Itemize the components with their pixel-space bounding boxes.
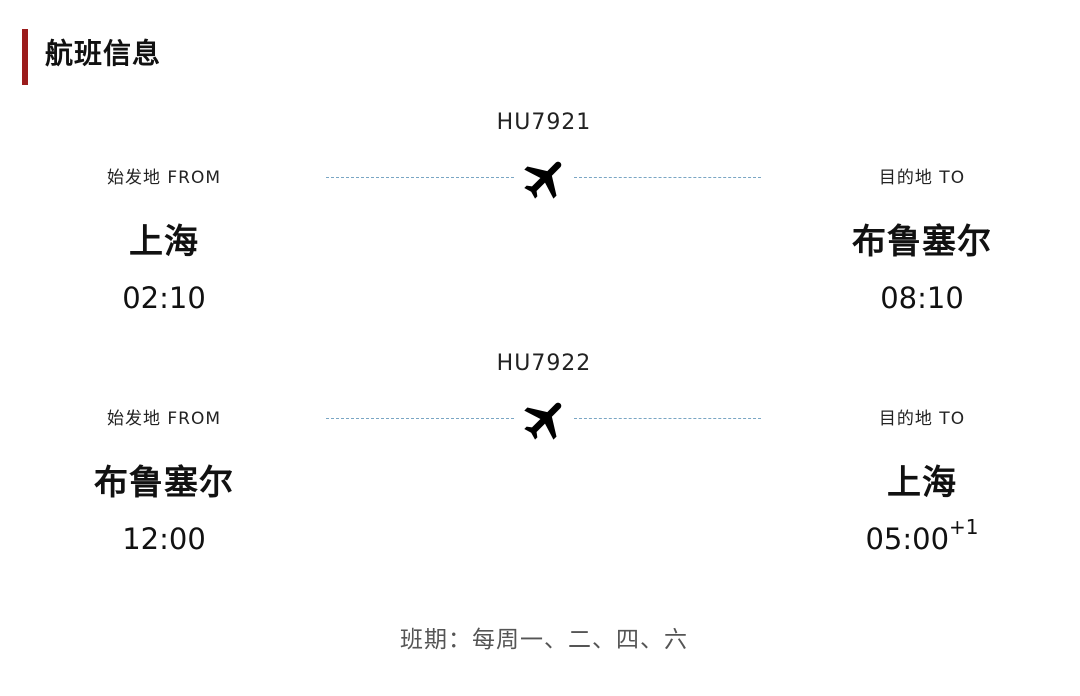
departure-time: 12:00 (122, 522, 206, 556)
route-dash-line-right (574, 418, 761, 419)
flight-card: HU7921 始发地 FROM 上海 02:10 目的地 TO 布鲁塞尔 08:… (0, 108, 1080, 338)
route-dash-line-right (574, 177, 761, 178)
arrival-label: 目的地 TO (878, 168, 966, 188)
arrival-city: 上海 (887, 463, 957, 503)
day-offset: +1 (949, 515, 979, 540)
arrival-city: 布鲁塞尔 (852, 222, 992, 262)
section-title: 航班信息 (45, 37, 162, 70)
airplane-icon (524, 402, 562, 440)
arrival-time: 08:10 (880, 281, 964, 315)
flight-number: HU7921 (496, 110, 592, 135)
departure-label: 始发地 FROM (106, 409, 222, 429)
route-dash-line-left (326, 177, 514, 178)
flight-number: HU7922 (496, 351, 592, 376)
departure-city: 布鲁塞尔 (94, 463, 234, 503)
airplane-icon (524, 161, 562, 199)
departure-label: 始发地 FROM (106, 168, 222, 188)
arrival-time: 05:00+1 (865, 515, 979, 556)
departure-time: 02:10 (122, 281, 206, 315)
route-dash-line-left (326, 418, 514, 419)
departure-city: 上海 (129, 222, 199, 262)
flight-card: HU7922 始发地 FROM 布鲁塞尔 12:00 目的地 TO 上海 05:… (0, 349, 1080, 579)
section-accent-bar (22, 29, 28, 85)
schedule-text: 班期：每周一、二、四、六 (400, 627, 688, 653)
arrival-label: 目的地 TO (878, 409, 966, 429)
